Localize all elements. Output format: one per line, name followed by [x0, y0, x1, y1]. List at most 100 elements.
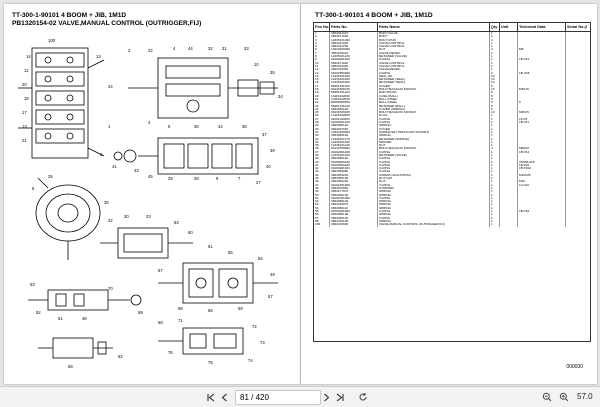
callout-number: 39: [270, 148, 275, 153]
table-cell: 31: [314, 130, 330, 135]
table-cell: 46: [314, 180, 330, 184]
table-cell: 1: [490, 210, 500, 214]
table-cell: 3663050130: [330, 107, 378, 112]
callout-number: 57: [268, 294, 273, 299]
next-page-button[interactable]: [320, 390, 332, 404]
callout-number: 43: [134, 168, 139, 173]
callout-number: 76: [168, 350, 173, 355]
table-cell: [500, 107, 518, 112]
callout-number: 58: [68, 364, 73, 369]
callout-number: 2: [128, 48, 131, 53]
table-cell: 42: [314, 167, 330, 171]
table-cell: 56951331100: [330, 84, 378, 89]
table-cell: RETAINER (BALL): [378, 104, 490, 108]
callout-number: 35: [270, 70, 275, 75]
last-page-button[interactable]: [334, 390, 346, 404]
zoom-out-icon: [542, 392, 552, 402]
viewer-toolbar: 81 / 420 57.0: [0, 386, 600, 407]
table-cell: CASE (BALL): [378, 94, 490, 98]
table-cell: [518, 140, 566, 145]
table-cell: [500, 153, 518, 158]
table-cell: 11: [314, 64, 330, 69]
table-cell: 3663054220: [330, 173, 378, 178]
table-cell: [500, 173, 518, 178]
table-cell: RETAINER (VALVE): [378, 55, 490, 59]
table-cell: 12435101100: [330, 55, 378, 59]
rotate-button[interactable]: [356, 390, 370, 404]
table-cell: 3663075020: [330, 186, 378, 191]
table-cell: O-RING: [378, 157, 490, 161]
previous-page-button[interactable]: [218, 390, 230, 404]
table-cell: [500, 134, 518, 138]
zoom-out-button[interactable]: [540, 390, 554, 404]
table-cell: 5: [490, 107, 500, 112]
zoom-in-button[interactable]: [557, 390, 571, 404]
table-cell: [518, 68, 566, 72]
callout-number: 38: [242, 124, 247, 129]
table-cell: [518, 144, 566, 148]
table-cell: [518, 130, 566, 135]
table-cell: 5: [490, 97, 500, 102]
relief-valve-drawing: [100, 227, 193, 259]
table-cell: 3663415050: [330, 68, 378, 72]
rotate-icon: [359, 393, 367, 401]
table-cell: M10X25: [518, 173, 566, 178]
table-cell: 15: [314, 78, 330, 82]
table-cell: 10: [490, 111, 500, 115]
table-cell: [500, 45, 518, 49]
table-cell: [500, 35, 518, 39]
table-cell: [518, 177, 566, 181]
table-cell: 01002001100: [330, 121, 378, 125]
table-cell: 00131508020: [330, 147, 378, 151]
callout-number: 31: [222, 46, 227, 51]
table-cell: [500, 88, 518, 92]
control-block-drawing: [158, 262, 278, 304]
table-cell: 1: [490, 219, 500, 224]
callout-number: 14: [26, 54, 31, 59]
table-cell: 3663054230: [330, 180, 378, 184]
table-cell: [518, 107, 566, 112]
first-page-button[interactable]: [204, 390, 216, 404]
table-cell: 01001100300: [330, 117, 378, 122]
table-cell: 1: [490, 180, 500, 184]
callout-number: 70: [108, 286, 113, 291]
page-number-field[interactable]: 81 / 420: [235, 390, 321, 405]
table-cell: 3663050140: [330, 157, 378, 161]
table-cell: VALVE,CONTROL: [378, 45, 490, 49]
left-page-subtitle: PB1320154-02 VALVE,MANUAL CONTROL (OUTRI…: [12, 20, 202, 27]
table-cell: [500, 127, 518, 131]
table-cell: O-RING: [378, 167, 490, 171]
table-cell: BALL,STEEL: [378, 101, 490, 105]
table-cell: 1: [490, 190, 500, 194]
table-cell: 2: [490, 71, 500, 75]
table-cell: [500, 163, 518, 168]
table-cell: SPRING: [378, 190, 490, 194]
table-cell: 29: [314, 124, 330, 128]
table-cell: 01001601600: [330, 183, 378, 187]
table-cell: 3663050110: [330, 206, 378, 211]
table-cell: 4: [490, 147, 500, 151]
table-cell: [518, 35, 566, 39]
bottom-left-assembly-drawing: [38, 337, 113, 359]
table-cell: 3663415100: [330, 219, 378, 224]
callout-number: 35: [104, 200, 109, 205]
table-cell: VALVE,MANUAL CONTROL (OUTRIGGER,FIJ): [378, 223, 490, 227]
table-cell: 1: [490, 64, 500, 69]
table-cell: [518, 51, 566, 56]
table-cell: 1: [490, 213, 500, 217]
table-cell: M10: [518, 180, 566, 184]
table-cell: [500, 137, 518, 141]
table-cell: 1: [490, 163, 500, 168]
callout-number: 59: [238, 306, 243, 311]
table-cell: 1: [490, 130, 500, 135]
callout-number: 20: [22, 82, 27, 87]
